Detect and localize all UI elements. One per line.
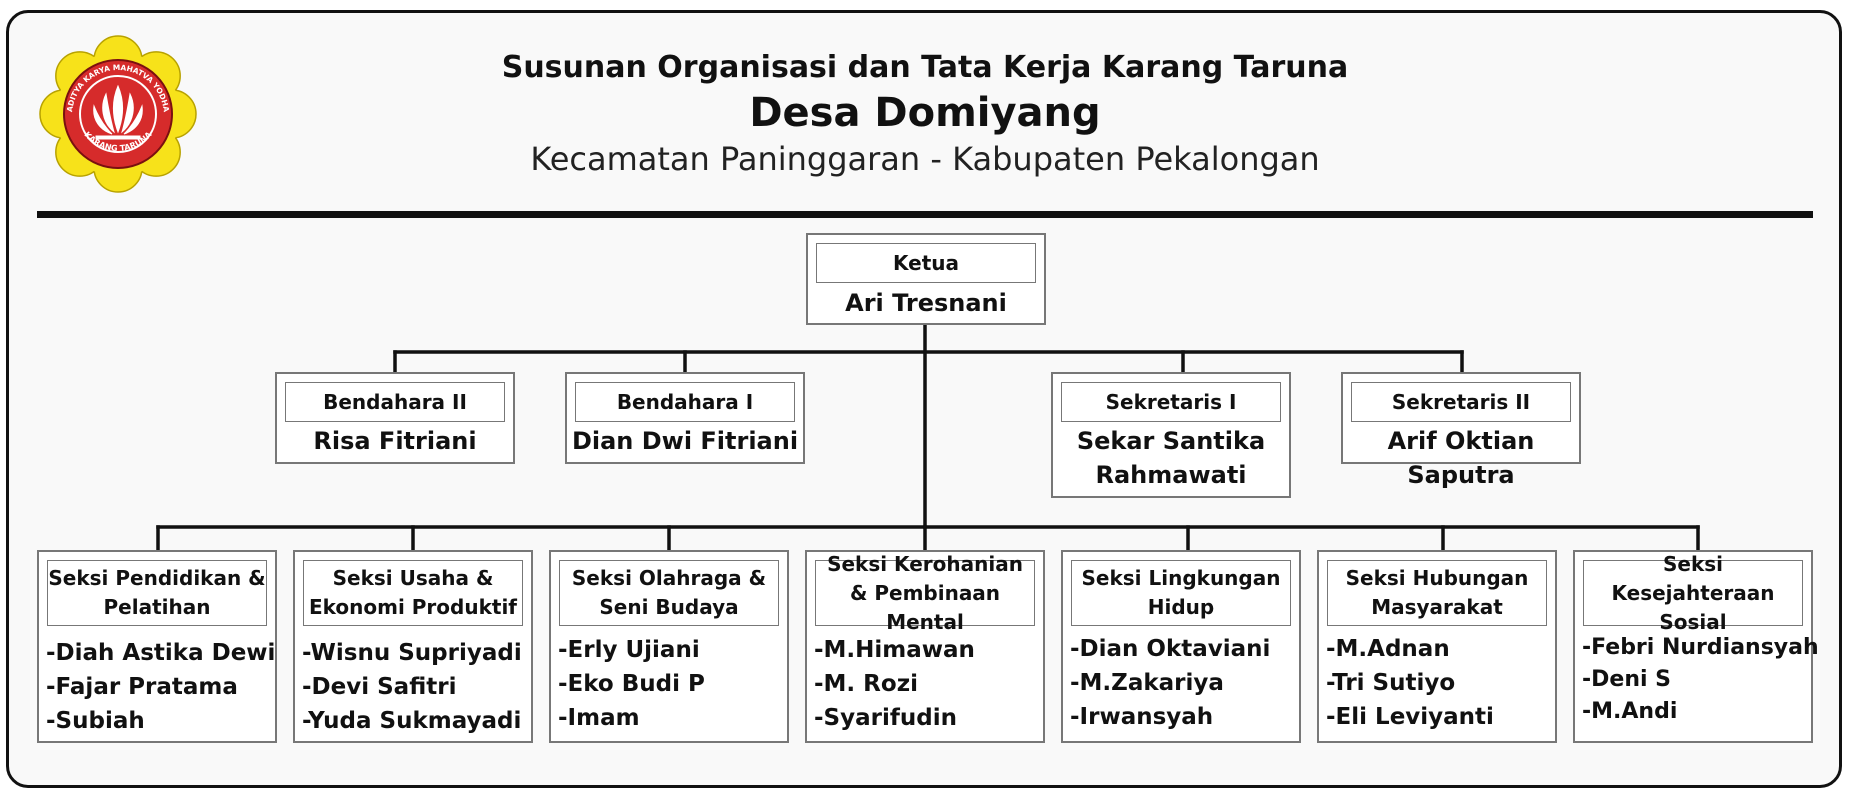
member-name: -M.Zakariya (1070, 670, 1224, 696)
lotus-icon (93, 84, 143, 140)
officer-box: Bendahara II Risa Fitriani (275, 372, 515, 464)
section-box: Seksi Kerohanian & Pembinaan Mental -M.H… (805, 550, 1045, 743)
officer-role: Bendahara I (575, 382, 795, 422)
officer-name: Risa Fitriani (313, 427, 477, 455)
section-members: -Febri Nurdiansyah -Deni S -M.Andi (1582, 632, 1819, 728)
officer-box: Sekretaris I Sekar Santika Rahmawati (1051, 372, 1291, 498)
section-title: Seksi Usaha & Ekonomi Produktif (303, 560, 523, 626)
member-name: -Eli Leviyanti (1326, 704, 1494, 730)
member-name: -Syarifudin (814, 705, 957, 731)
section-box: Seksi Hubungan Masyarakat -M.Adnan -Tri … (1317, 550, 1557, 743)
member-name: -Imam (558, 705, 640, 731)
member-name: -M. Rozi (814, 671, 918, 697)
member-name: -Wisnu Supriyadi (302, 640, 522, 666)
section-box: Seksi Olahraga & Seni Budaya -Erly Ujian… (549, 550, 789, 743)
ketua-role: Ketua (816, 243, 1036, 283)
title-line-3: Kecamatan Paninggaran - Kabupaten Pekalo… (530, 140, 1320, 178)
member-name: -Febri Nurdiansyah (1582, 635, 1819, 660)
ketua-box: Ketua Ari Tresnani (806, 233, 1046, 325)
member-name: -Diah Astika Dewi (46, 640, 276, 666)
officer-box: Sekretaris II Arif Oktian Saputra (1341, 372, 1581, 489)
member-name: -M.Andi (1582, 699, 1678, 724)
member-name: -Yuda Sukmayadi (302, 708, 522, 734)
title-line-2: Desa Domiyang (749, 90, 1101, 136)
officer-role: Sekretaris II (1351, 382, 1571, 422)
header-divider (37, 211, 1813, 218)
officer-name: Arif Oktian Saputra (1387, 427, 1535, 489)
officer-role: Sekretaris I (1061, 382, 1281, 422)
member-name: -Dian Oktaviani (1070, 636, 1271, 662)
section-members: -Wisnu Supriyadi -Devi Safitri -Yuda Suk… (302, 636, 529, 738)
section-title: Seksi Hubungan Masyarakat (1327, 560, 1547, 626)
section-title: Seksi Kesejahteraan Sosial (1583, 552, 1803, 634)
ketua-name: Ari Tresnani (845, 289, 1007, 317)
member-name: -Irwansyah (1070, 704, 1214, 730)
member-name: -M.Adnan (1326, 636, 1450, 662)
section-members: -M.Adnan -Tri Sutiyo -Eli Leviyanti (1326, 632, 1553, 734)
officer-name: Sekar Santika Rahmawati (1076, 427, 1266, 489)
title-line-1: Susunan Organisasi dan Tata Kerja Karang… (501, 50, 1349, 85)
member-name: -Subiah (46, 708, 145, 734)
section-box: Seksi Usaha & Ekonomi Produktif -Wisnu S… (293, 550, 533, 743)
karang-taruna-logo: ADITYA KARYA MAHATVA YODHA KARANG TARUNA (39, 35, 197, 193)
member-name: -Eko Budi P (558, 671, 705, 697)
section-box: Seksi Kesejahteraan Sosial -Febri Nurdia… (1573, 550, 1819, 743)
section-members: -M.Himawan -M. Rozi -Syarifudin (814, 633, 1041, 735)
section-title: Seksi Olahraga & Seni Budaya (559, 560, 779, 626)
member-name: -Devi Safitri (302, 674, 457, 700)
section-members: -Erly Ujiani -Eko Budi P -Imam (558, 633, 785, 735)
section-box: Seksi Pendidikan & Pelatihan -Diah Astik… (37, 550, 277, 743)
officer-name: Dian Dwi Fitriani (571, 427, 799, 455)
section-members: -Dian Oktaviani -M.Zakariya -Irwansyah (1070, 632, 1297, 734)
officer-role: Bendahara II (285, 382, 505, 422)
member-name: -Tri Sutiyo (1326, 670, 1456, 696)
section-box: Seksi Lingkungan Hidup -Dian Oktaviani -… (1061, 550, 1301, 743)
member-name: -Erly Ujiani (558, 637, 700, 663)
section-title: Seksi Lingkungan Hidup (1071, 560, 1291, 626)
member-name: -Fajar Pratama (46, 674, 238, 700)
section-title: Seksi Kerohanian & Pembinaan Mental (815, 552, 1035, 634)
officer-box: Bendahara I Dian Dwi Fitriani (565, 372, 805, 464)
member-name: -M.Himawan (814, 637, 975, 663)
section-members: -Diah Astika Dewi -Fajar Pratama -Subiah (46, 636, 276, 738)
member-name: -Deni S (1582, 667, 1672, 692)
section-title: Seksi Pendidikan & Pelatihan (47, 560, 267, 626)
